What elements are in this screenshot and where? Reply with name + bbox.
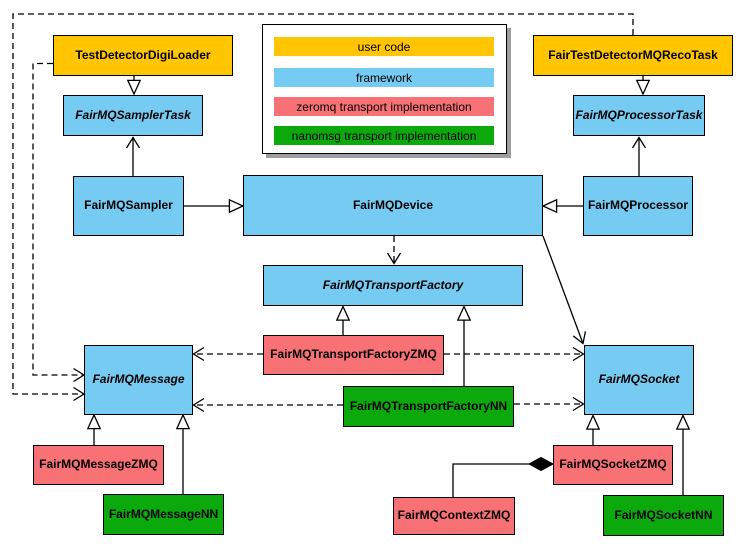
class-box-fairmqsocketzmq: FairMQSocketZMQ	[553, 445, 673, 485]
class-box-fairmqmessage: FairMQMessage	[84, 345, 193, 415]
class-box-fairmqmessagezmq: FairMQMessageZMQ	[33, 445, 164, 485]
legend-item-nanomsg: nanomsg transport implementation	[274, 126, 494, 145]
edge-digiloader-to-message	[32, 62, 86, 383]
class-box-fairmqprocessor: FairMQProcessor	[583, 176, 693, 236]
edge-device-to-socket	[542, 235, 587, 345]
class-box-fairmqtransportfactoryzmq: FairMQTransportFactoryZMQ	[263, 335, 444, 375]
legend-item-user-code: user code	[274, 37, 494, 56]
class-box-fairmqsocketnn: FairMQSocketNN	[603, 495, 724, 536]
legend: user code framework zeromq transport imp…	[262, 24, 507, 154]
class-box-fairtestdetectormqrecotask: FairTestDetectorMQRecoTask	[533, 35, 733, 76]
class-box-fairmqtransportfactorynn: FairMQTransportFactoryNN	[343, 386, 514, 427]
class-box-testdetectordigiloader: TestDetectorDigiLoader	[53, 35, 233, 76]
class-box-fairmqmessagenn: FairMQMessageNN	[103, 494, 224, 535]
class-box-fairmqsamplertask: FairMQSamplerTask	[63, 95, 203, 136]
class-box-fairmqcontextzmq: FairMQContextZMQ	[393, 497, 515, 535]
class-box-fairmqprocessortask: FairMQProcessorTask	[573, 95, 705, 136]
class-box-fairmqtransportfactory: FairMQTransportFactory	[263, 265, 523, 306]
edge-recotask-to-message	[12, 13, 634, 402]
class-box-fairmqdevice: FairMQDevice	[243, 175, 543, 236]
class-box-fairmqsocket: FairMQSocket	[584, 345, 694, 415]
legend-item-framework: framework	[274, 68, 494, 87]
class-box-fairmqsampler: FairMQSampler	[73, 176, 184, 236]
legend-item-zeromq: zeromq transport implementation	[274, 97, 494, 116]
edge-contextzmq-to-socketzmq	[452, 464, 553, 497]
